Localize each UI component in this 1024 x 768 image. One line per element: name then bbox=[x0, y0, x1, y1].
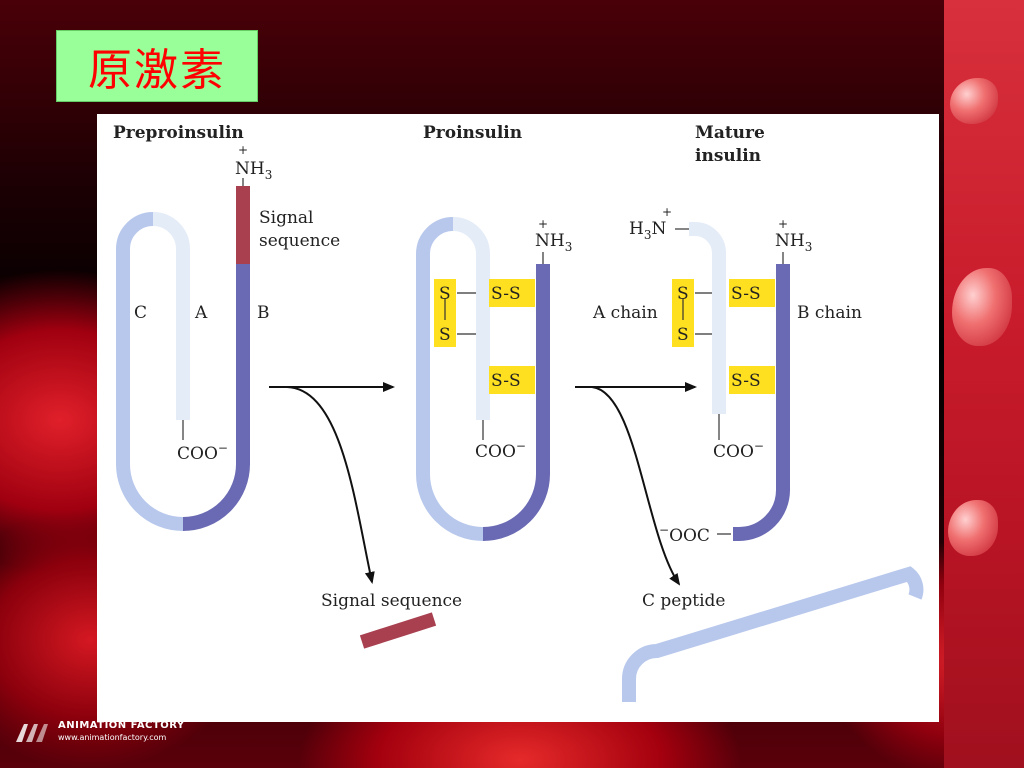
animation-factory-watermark: ANIMATION FACTORY www.animationfactory.c… bbox=[14, 718, 214, 748]
mature-insulin-molecule bbox=[672, 222, 790, 541]
c-chain-segment bbox=[116, 212, 184, 531]
nh3-label-1: NH3 bbox=[235, 159, 272, 182]
c-chain-segment bbox=[416, 217, 484, 541]
rose-petal bbox=[948, 500, 998, 556]
header-proinsulin: Proinsulin bbox=[423, 123, 522, 143]
chain-b-label: B bbox=[257, 303, 270, 323]
signal-sequence-fragment bbox=[359, 612, 437, 649]
sulfur-label: S bbox=[439, 284, 451, 304]
a-chain-segment bbox=[152, 212, 190, 420]
disulfide-box bbox=[729, 279, 775, 307]
c-peptide-label: C peptide bbox=[642, 591, 725, 611]
b-chain-segment bbox=[733, 264, 790, 541]
disulfide-label: S-S bbox=[731, 284, 761, 304]
c-peptide-fragment bbox=[622, 566, 924, 702]
insulin-processing-diagram: Preproinsulin Proinsulin Mature insulin … bbox=[113, 123, 924, 702]
chain-a-label: A bbox=[194, 303, 208, 323]
disulfide-label: S-S bbox=[491, 371, 521, 391]
h3n-label: H3N bbox=[629, 219, 666, 242]
coo-label-1: COO− bbox=[177, 441, 228, 464]
coo-label-2: COO− bbox=[475, 439, 526, 462]
arrow-to-signal-sequence bbox=[286, 386, 375, 584]
sulfur-label: S bbox=[677, 325, 689, 345]
nh3-plus-2: + bbox=[538, 217, 548, 231]
b-chain-label: B chain bbox=[797, 303, 862, 323]
proinsulin-molecule bbox=[416, 217, 550, 541]
header-preproinsulin: Preproinsulin bbox=[113, 123, 244, 143]
header-mature-line1: Mature bbox=[695, 123, 765, 143]
watermark-name: ANIMATION FACTORY bbox=[58, 720, 185, 731]
rose-petal bbox=[950, 78, 998, 124]
rose-petal bbox=[952, 268, 1012, 346]
signal-label-line1: Signal bbox=[259, 208, 314, 228]
sulfur-label: S bbox=[677, 284, 689, 304]
disulfide-label: S-S bbox=[731, 371, 761, 391]
h3n-plus: + bbox=[662, 205, 672, 219]
header-mature-line2: insulin bbox=[695, 146, 761, 166]
right-rose-band bbox=[944, 0, 1024, 768]
chain-c-label: C bbox=[134, 303, 147, 323]
animation-factory-logo-icon bbox=[16, 724, 48, 742]
ooc-label: −OOC bbox=[659, 523, 710, 546]
a-chain-label: A chain bbox=[592, 303, 658, 323]
signal-label-line2: sequence bbox=[259, 231, 340, 251]
nh3-label-3: NH3 bbox=[775, 231, 812, 254]
coo-label-3: COO− bbox=[713, 439, 764, 462]
preproinsulin-molecule bbox=[116, 178, 250, 531]
disulfide-label: S-S bbox=[491, 284, 521, 304]
a-chain-segment bbox=[689, 222, 726, 414]
insulin-processing-figure: Preproinsulin Proinsulin Mature insulin … bbox=[97, 114, 939, 722]
nh3-label-2: NH3 bbox=[535, 231, 572, 254]
watermark-url: www.animationfactory.com bbox=[58, 733, 167, 742]
arrow-to-c-peptide bbox=[591, 386, 681, 586]
signal-sequence-label: Signal sequence bbox=[321, 591, 462, 611]
a-chain-segment bbox=[452, 217, 490, 420]
nh3-plus-1: + bbox=[238, 143, 248, 157]
b-chain-segment bbox=[182, 264, 250, 531]
nh3-plus-3: + bbox=[778, 217, 788, 231]
b-chain-segment bbox=[482, 264, 550, 541]
disulfide-box bbox=[489, 366, 535, 394]
disulfide-box bbox=[729, 366, 775, 394]
disulfide-box bbox=[489, 279, 535, 307]
slide-title: 原激素 bbox=[88, 45, 226, 96]
slide-title-box: 原激素 bbox=[56, 30, 258, 102]
sulfur-label: S bbox=[439, 325, 451, 345]
